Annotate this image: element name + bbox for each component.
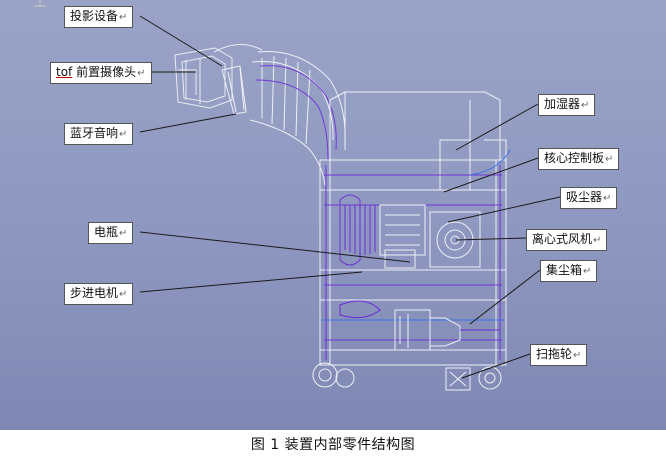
frame-blue <box>322 149 511 321</box>
label-humidifier: 加湿器↵ <box>538 94 596 116</box>
label-sweeping-wheel: 扫拖轮↵ <box>530 344 588 366</box>
label-dust-box: 集尘箱↵ <box>540 260 598 282</box>
label-stepper-motor: 步进电机↵ <box>64 283 134 305</box>
device-wireframe <box>34 0 561 391</box>
wheels <box>312 362 502 391</box>
projector-part <box>174 44 263 109</box>
label-core-board: 核心控制板↵ <box>538 148 620 170</box>
label-speaker: 蓝牙音响↵ <box>64 123 134 145</box>
label-tof-camera: tof 前置摄像头↵ <box>50 62 152 84</box>
frame-purple <box>324 165 502 360</box>
dust-box-part <box>394 309 461 351</box>
leader-lines <box>139 15 561 379</box>
filter-block <box>344 205 381 255</box>
main-frame <box>319 159 507 366</box>
label-vacuum: 吸尘器↵ <box>560 187 618 209</box>
label-projector: 投影设备↵ <box>64 6 134 28</box>
figure-image: 投影设备↵ tof 前置摄像头↵ 蓝牙音响↵ 电瓶↵ 步进电机↵ 加湿器↵ 核心… <box>0 0 666 430</box>
camera-speaker-part <box>221 65 247 115</box>
filter-block-outline <box>379 204 426 269</box>
label-centrifugal-fan: 离心式风机↵ <box>526 229 608 251</box>
figure-caption: 图 1 装置内部零件结构图 <box>250 437 416 453</box>
label-battery: 电瓶↵ <box>88 222 134 244</box>
lower-purple <box>339 300 500 331</box>
neck-wires <box>255 65 337 161</box>
